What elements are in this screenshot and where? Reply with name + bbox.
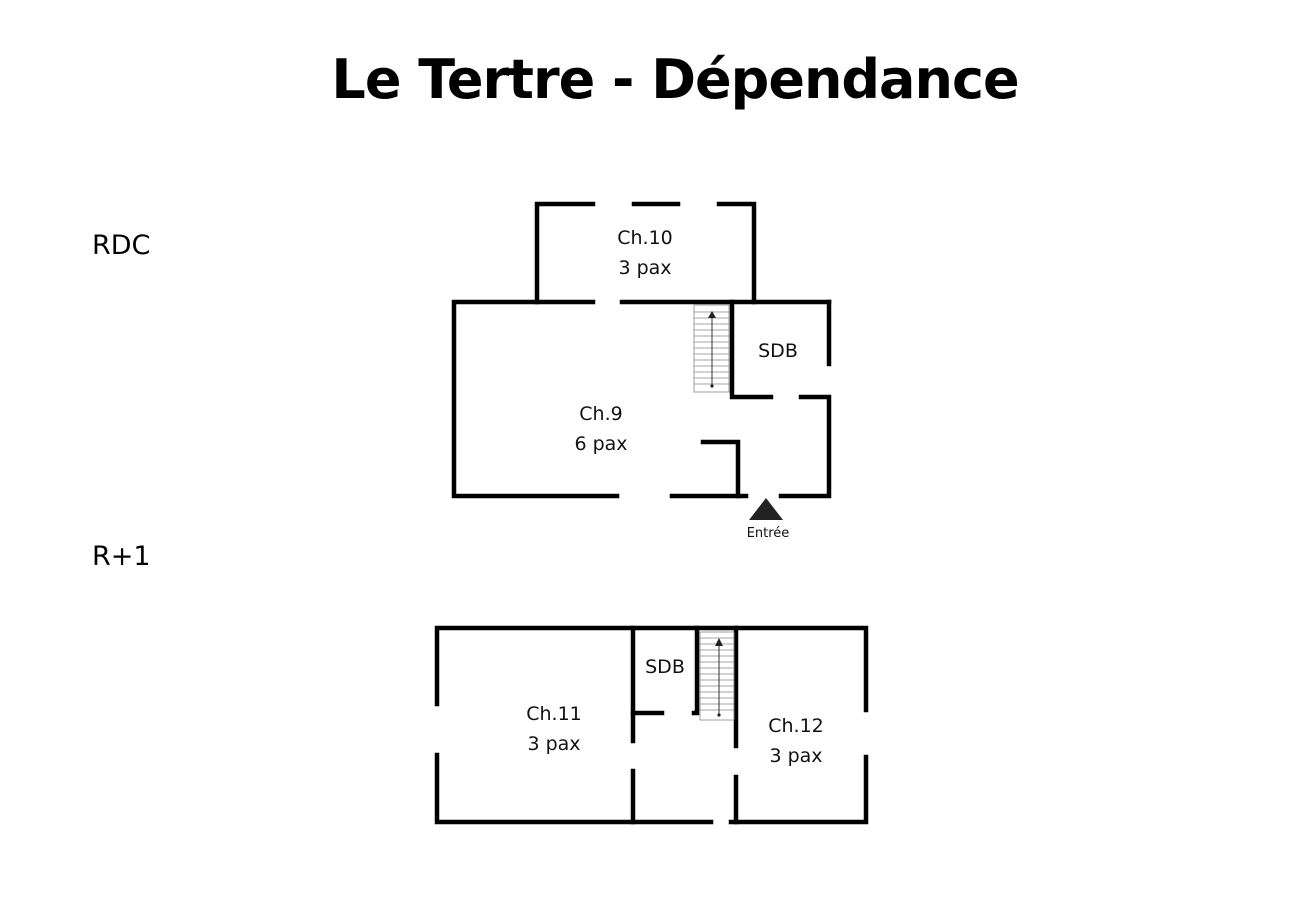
page-title: Le Tertre - Dépendance [331, 48, 1019, 111]
outer-walls-r1 [434, 625, 869, 825]
room-ch11-capacity: 3 pax [527, 733, 580, 755]
room-ch10-capacity: 3 pax [618, 257, 671, 279]
interior-walls-r1 [630, 625, 739, 825]
floor-plan-r1: Ch.11 3 pax SDB Ch.12 3 pax [434, 625, 869, 825]
room-ch9-walls [451, 299, 832, 499]
staircase-r1 [699, 631, 735, 721]
room-sdb-rdc-walls [729, 299, 832, 499]
room-ch12-capacity: 3 pax [769, 745, 822, 767]
room-ch10-walls [534, 201, 757, 305]
room-ch9-capacity: 6 pax [574, 433, 627, 455]
staircase-rdc [693, 304, 730, 393]
stair-arrow-up-icon [715, 638, 723, 646]
room-ch9-name: Ch.9 [579, 403, 622, 425]
floor-label-rdc: RDC [92, 230, 151, 261]
room-sdb-r1-name: SDB [645, 656, 685, 678]
floor-label-r1: R+1 [92, 541, 151, 572]
entrance-label: Entrée [747, 526, 790, 541]
room-sdb-rdc-name: SDB [758, 340, 798, 362]
stair-treads [700, 637, 734, 711]
room-ch12-name: Ch.12 [768, 715, 824, 737]
room-ch11-name: Ch.11 [526, 703, 582, 725]
floor-plan-rdc: Ch.10 3 pax Ch.9 6 pax SDB Entrée [451, 201, 832, 541]
entrance-arrow-icon [749, 498, 783, 520]
room-ch10-name: Ch.10 [617, 227, 673, 249]
stair-arrow-up-icon [708, 311, 716, 318]
